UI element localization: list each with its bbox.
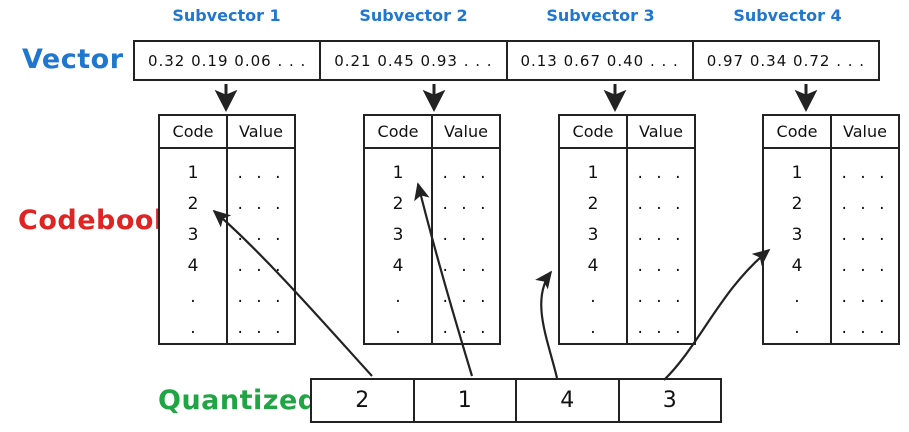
codebook-header-row-3: Code Value: [560, 116, 694, 149]
subvector-title-3: Subvector 3: [546, 6, 655, 25]
codebook-header-value-3: Value: [626, 116, 694, 147]
codebook-code-cell: 2: [187, 193, 199, 214]
codebook-value-cell: . . .: [841, 317, 889, 338]
codebook-value-cell: . . .: [637, 317, 685, 338]
codebook-code-cell: 3: [587, 224, 599, 245]
codebook-value-cell: . . .: [637, 286, 685, 307]
codebook-code-cell: 1: [587, 162, 599, 183]
codebook-value-cell: . . .: [637, 193, 685, 214]
codebook-header-value-1: Value: [226, 116, 294, 147]
codebook-code-cell: 2: [587, 193, 599, 214]
vector-row-label: Vector: [22, 44, 124, 75]
codebook-code-cell: .: [794, 286, 800, 307]
codebook-value-cell: . . .: [442, 255, 490, 276]
codebook-value-column-1: . . . . . . . . . . . . . . . . . .: [226, 149, 294, 343]
codebook-value-cell: . . .: [841, 162, 889, 183]
codebook-code-cell: .: [395, 286, 401, 307]
codebook-code-cell: 4: [791, 255, 803, 276]
codebook-header-row-1: Code Value: [160, 116, 294, 149]
codebook-value-cell: . . .: [841, 224, 889, 245]
codebook-code-cell: 1: [187, 162, 199, 183]
codebook-header-row-4: Code Value: [764, 116, 898, 149]
codebook-value-cell: . . .: [237, 162, 285, 183]
codebook-value-cell: . . .: [237, 286, 285, 307]
codebook-value-cell: . . .: [442, 286, 490, 307]
codebook-header-code-2: Code: [377, 122, 419, 141]
codebook-code-column-1: 1 2 3 4 . .: [160, 149, 226, 343]
vector-subvector-cell-1: 0.32 0.19 0.06 . . .: [147, 51, 307, 70]
codebook-value-cell: . . .: [637, 224, 685, 245]
codebook-value-cell: . . .: [442, 224, 490, 245]
codebook-value-column-3: . . . . . . . . . . . . . . . . . .: [626, 149, 694, 343]
codebook-value-cell: . . .: [442, 193, 490, 214]
quantized-code-cell-2: 1: [412, 380, 516, 421]
vector-subvector-cell-2: 0.21 0.45 0.93 . . .: [319, 42, 505, 79]
codebook-value-cell: . . .: [841, 286, 889, 307]
quantized-code-cell-4: 3: [617, 380, 721, 421]
codebook-value-cell: . . .: [637, 162, 685, 183]
codebook-code-cell: 1: [791, 162, 803, 183]
vector-subvector-cell-3: 0.13 0.67 0.40 . . .: [505, 42, 692, 79]
codebook-code-column-2: 1 2 3 4 . .: [365, 149, 431, 343]
codebook-value-cell: . . .: [237, 193, 285, 214]
codebook-row-label: Codebook: [18, 205, 173, 236]
codebook-header-value-2: Value: [431, 116, 499, 147]
codebook-body-2: 1 2 3 4 . . . . . . . . . . . . . . . . …: [365, 149, 499, 343]
codebook-table-3: Code Value 1 2 3 4 . . . . . . . . . . .…: [558, 114, 696, 345]
codebook-header-value-4: Value: [830, 116, 898, 147]
codebook-code-cell: 3: [187, 224, 199, 245]
quantized-code-cell-3: 4: [515, 380, 618, 421]
codebook-code-cell: 4: [187, 255, 199, 276]
codebook-code-cell: .: [590, 286, 596, 307]
codebook-code-cell: .: [794, 317, 800, 338]
codebook-code-cell: .: [190, 286, 196, 307]
codebook-code-cell: 3: [791, 224, 803, 245]
codebook-value-cell: . . .: [841, 193, 889, 214]
codebook-code-cell: .: [395, 317, 401, 338]
quantized-strip: 2 1 4 3: [310, 378, 722, 423]
codebook-body-4: 1 2 3 4 . . . . . . . . . . . . . . . . …: [764, 149, 898, 343]
codebook-value-cell: . . .: [237, 255, 285, 276]
quantized-code-cell-1: 2: [355, 388, 370, 413]
codebook-code-cell: 2: [392, 193, 404, 214]
codebook-code-cell: 4: [587, 255, 599, 276]
codebook-body-1: 1 2 3 4 . . . . . . . . . . . . . . . . …: [160, 149, 294, 343]
codebook-code-column-4: 1 2 3 4 . .: [764, 149, 830, 343]
codebook-table-2: Code Value 1 2 3 4 . . . . . . . . . . .…: [363, 114, 501, 345]
codebook-header-code-4: Code: [776, 122, 818, 141]
codebook-value-cell: . . .: [841, 255, 889, 276]
subvector-title-4: Subvector 4: [733, 6, 842, 25]
codebook-value-cell: . . .: [237, 224, 285, 245]
codebook-value-cell: . . .: [442, 162, 490, 183]
codebook-header-code-3: Code: [572, 122, 614, 141]
vector-subvector-cell-4: 0.97 0.34 0.72 . . .: [691, 42, 878, 79]
codebook-body-3: 1 2 3 4 . . . . . . . . . . . . . . . . …: [560, 149, 694, 343]
codebook-code-cell: .: [190, 317, 196, 338]
codebook-value-cell: . . .: [637, 255, 685, 276]
codebook-table-4: Code Value 1 2 3 4 . . . . . . . . . . .…: [762, 114, 900, 345]
codebook-value-cell: . . .: [442, 317, 490, 338]
codebook-value-column-4: . . . . . . . . . . . . . . . . . .: [830, 149, 898, 343]
codebook-header-code-1: Code: [172, 122, 214, 141]
codebook-code-column-3: 1 2 3 4 . .: [560, 149, 626, 343]
codebook-value-column-2: . . . . . . . . . . . . . . . . . .: [431, 149, 499, 343]
mapping-arrow-quantized-3-to-codebook-3: [535, 270, 559, 379]
codebook-code-cell: .: [590, 317, 596, 338]
codebook-code-cell: 1: [392, 162, 404, 183]
codebook-header-row-2: Code Value: [365, 116, 499, 149]
subvector-title-2: Subvector 2: [359, 6, 468, 25]
codebook-code-cell: 2: [791, 193, 803, 214]
codebook-value-cell: . . .: [237, 317, 285, 338]
codebook-code-cell: 3: [392, 224, 404, 245]
quantized-row-label: Quantized: [158, 385, 318, 416]
codebook-code-cell: 4: [392, 255, 404, 276]
vector-strip: 0.32 0.19 0.06 . . . 0.21 0.45 0.93 . . …: [133, 40, 880, 81]
codebook-table-1: Code Value 1 2 3 4 . . . . . . . . . . .…: [158, 114, 296, 345]
subvector-title-1: Subvector 1: [172, 6, 281, 25]
